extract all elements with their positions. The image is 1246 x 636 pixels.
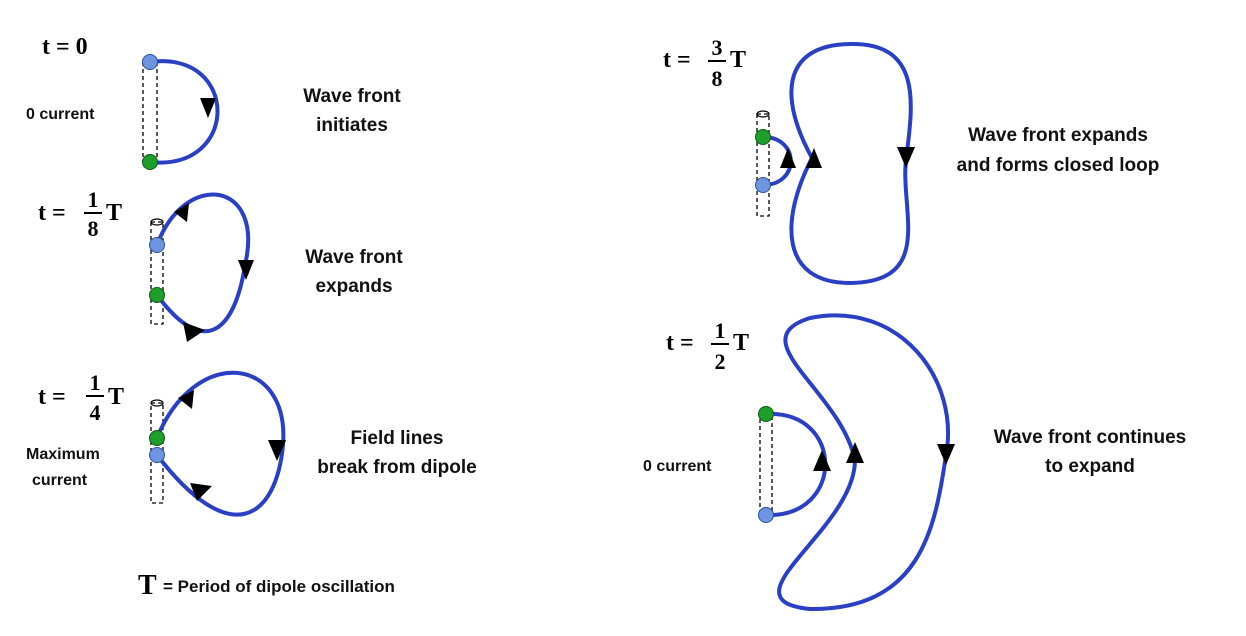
fraction-denominator: 2 — [715, 349, 726, 374]
time-unit: T — [730, 47, 746, 73]
negative-charge — [149, 447, 165, 463]
caption-line-1: Wave front — [303, 86, 401, 107]
field-line — [149, 59, 220, 165]
fraction-numerator: 3 — [712, 35, 723, 60]
direction-arrow-up — [174, 203, 189, 222]
caption-line-2: and forms closed loop — [957, 155, 1160, 176]
direction-arrow-up — [780, 148, 796, 168]
positive-charge — [142, 154, 158, 170]
negative-charge — [142, 54, 158, 70]
caption-line-2: to expand — [1045, 456, 1135, 477]
field-line — [155, 370, 286, 517]
direction-arrow-up — [178, 390, 194, 409]
positive-charge — [149, 430, 165, 446]
negative-charge — [758, 507, 774, 523]
fraction-denominator: 4 — [90, 400, 101, 425]
direction-arrow-down — [200, 98, 216, 118]
direction-arrow-down — [268, 440, 286, 461]
direction-arrow-down — [897, 147, 915, 168]
direction-arrow-down — [937, 444, 955, 465]
caption-line-1: Wave front expands — [968, 125, 1148, 146]
direction-arrow-down — [238, 260, 254, 280]
time-prefix: t = — [38, 200, 66, 226]
time-prefix: t = — [666, 330, 694, 356]
time-prefix: t = — [663, 47, 691, 73]
panel-t0: t = 0 0 current Wave front initiates — [26, 34, 401, 170]
current-note-line-1: Maximum — [26, 446, 100, 463]
negative-charge — [149, 237, 165, 253]
caption-line-2: break from dipole — [317, 457, 476, 478]
time-unit: T — [733, 330, 749, 356]
fraction-denominator: 8 — [712, 66, 723, 91]
direction-arrow-up — [846, 442, 864, 463]
caption-line-1: Field lines — [351, 428, 444, 449]
fraction-numerator: 1 — [90, 370, 101, 395]
time-unit: T — [106, 200, 122, 226]
current-note-line-2: current — [32, 472, 88, 489]
current-note: 0 current — [643, 458, 712, 475]
negative-charge — [755, 177, 771, 193]
panel-t-half: t = 1 2 T 0 current Wave front continues… — [643, 313, 1186, 612]
fraction-numerator: 1 — [715, 318, 726, 343]
caption-line-1: Wave front — [305, 247, 403, 268]
fraction-numerator: 1 — [88, 187, 99, 212]
panel-t-quarter: t = 1 4 T Maximum current Field lines br… — [26, 370, 477, 517]
caption-line-2: expands — [315, 276, 392, 297]
direction-arrow-up — [813, 450, 831, 471]
panel-t-eighth: t = 1 8 T Wave front expands — [38, 187, 403, 342]
caption-line-1: Wave front continues — [994, 427, 1186, 448]
direction-arrow-up — [190, 483, 212, 501]
panel-t-three-eighths: t = 3 8 T Wave front expands and forms c… — [663, 35, 1160, 286]
dipole-antenna — [759, 413, 773, 516]
period-legend: T = Period of dipole oscillation — [138, 570, 395, 601]
legend-text: = Period of dipole oscillation — [163, 577, 395, 596]
caption-line-2: initiates — [316, 115, 388, 136]
dipole-antenna — [142, 61, 158, 163]
direction-arrow-up — [183, 322, 205, 342]
positive-charge — [149, 287, 165, 303]
legend-symbol: T — [138, 570, 157, 601]
time-unit: T — [108, 384, 124, 410]
dipole-antenna — [756, 113, 770, 217]
field-line — [155, 192, 251, 334]
positive-charge — [758, 406, 774, 422]
time-label-t0: t = 0 — [42, 34, 88, 60]
dipole-antenna — [150, 221, 164, 325]
positive-charge — [755, 129, 771, 145]
time-prefix: t = — [38, 384, 66, 410]
direction-arrow-up — [806, 148, 822, 168]
fraction-denominator: 8 — [88, 216, 99, 241]
current-note-t0: 0 current — [26, 106, 95, 123]
